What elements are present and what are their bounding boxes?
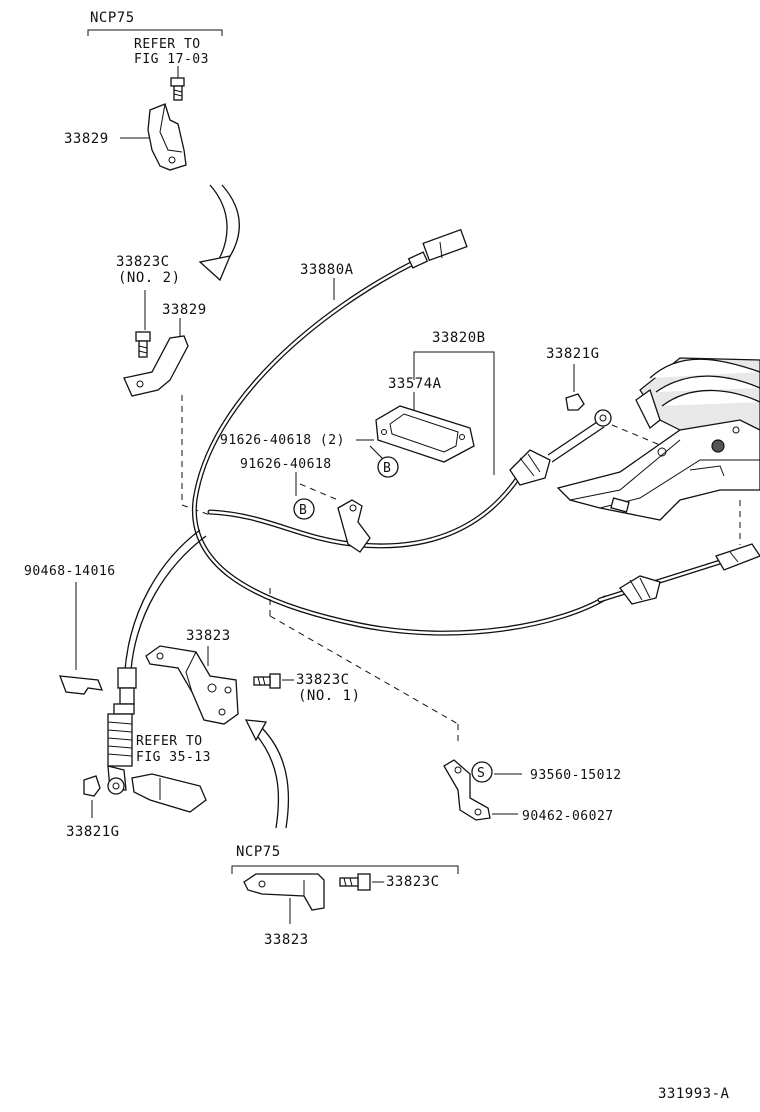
- gasket-33574a-icon: [375, 405, 475, 463]
- bracket-90462-icon: [443, 759, 491, 821]
- part-33821g-top-label: 33821G: [546, 346, 600, 362]
- bracket-33823-mid-icon: [145, 645, 239, 725]
- part-33823c-no1-sub-label: (NO. 1): [298, 688, 361, 704]
- shift-cable-end-icon: [597, 543, 760, 605]
- refer-to-top-label: REFER TO: [134, 37, 201, 52]
- cable-end-top-icon: [407, 228, 468, 269]
- bracket-33820b-group: 33820B 33574A: [375, 330, 495, 475]
- bolt-bot-icon: [339, 873, 371, 891]
- part-33823c-no1-label: 33823C: [296, 672, 350, 688]
- part-93560-label: 93560-15012: [530, 768, 622, 783]
- clip-90468-icon: [59, 675, 104, 695]
- cable-boot-icon: [509, 449, 551, 486]
- circle-b1-label: B: [383, 461, 391, 476]
- part-33823c-no2-sub-label: (NO. 2): [118, 270, 181, 286]
- cable-33880a: 33880A: [191, 228, 608, 636]
- transaxle-stub-icon: [131, 773, 207, 813]
- part-90462-label: 90462-06027: [522, 809, 614, 824]
- part-90468-label: 90468-14016: [24, 564, 116, 579]
- refer-fig-bot-label: FIG 35-13: [136, 750, 211, 765]
- circle-s-label: S: [477, 766, 485, 781]
- refer-to-bot-label: REFER TO: [136, 734, 203, 749]
- shift-lever-assembly-icon: 33821G: [546, 346, 760, 545]
- figure-id-label: 331993-A: [658, 1086, 730, 1102]
- bracket-33823-bot-icon: [243, 873, 325, 911]
- refer-fig-top-label: FIG 17-03: [134, 52, 209, 67]
- part-33574a-label: 33574A: [388, 376, 442, 392]
- arrow-down-icon: [198, 184, 240, 282]
- part-33829-top-label: 33829: [64, 131, 109, 147]
- mid-left-bracket-group: 33823C (NO. 2) 33829: [116, 254, 211, 516]
- part-33820b-label: 33820B: [432, 330, 486, 346]
- circle-b2-label: B: [299, 503, 307, 518]
- ncp75-top-label: NCP75: [90, 10, 135, 26]
- bolt-top-icon: [170, 66, 185, 101]
- bracket-33823-mid-group: 33823 33823C (NO. 1): [145, 588, 459, 829]
- bolt-no2-icon: [135, 331, 151, 358]
- nut-33821g-bot-icon: [83, 775, 101, 797]
- boot-bellows-icon: [107, 713, 133, 767]
- part-33823c-bot-label: 33823C: [386, 874, 440, 890]
- ncp75-top-bracket-line: [87, 29, 223, 36]
- bracket-33829-top-icon: [147, 103, 187, 171]
- ncp75-bottom-group: NCP75 33823C 33823: [231, 844, 459, 948]
- part-33880a-label: 33880A: [300, 262, 354, 278]
- cable-clamp-icon: [337, 499, 371, 553]
- bracket-33829-mid-icon: [123, 335, 189, 397]
- part-33821g-bot-label: 33821G: [66, 824, 120, 840]
- bolt-no1-icon: [253, 673, 281, 689]
- left-cable-end-group: 90468-14016 33821G REFER TO FIG 35-13: [24, 529, 211, 840]
- circle-b1-icon: [377, 456, 399, 478]
- screw-91626-group: 91626-40618 (2) B 91626-40618 B: [220, 433, 399, 520]
- circle-b2-icon: [293, 498, 315, 520]
- part-91626-label: 91626-40618: [240, 457, 332, 472]
- part-33823-bot-label: 33823: [264, 932, 309, 948]
- part-91626-2-label: 91626-40618 (2): [220, 433, 345, 448]
- part-33829-mid-label: 33829: [162, 302, 207, 318]
- cable-33820b: [207, 409, 612, 553]
- part-33823-mid-label: 33823: [186, 628, 231, 644]
- ncp75-bottom-label: NCP75: [236, 844, 281, 860]
- part-33823c-no2-label: 33823C: [116, 254, 170, 270]
- circle-s-icon: [471, 761, 493, 783]
- ncp75-top-group: NCP75 REFER TO FIG 17-03 33829: [64, 10, 223, 171]
- arrow-up-icon: [244, 719, 268, 742]
- bracket-90462-group: S 93560-15012 90462-06027: [443, 759, 622, 824]
